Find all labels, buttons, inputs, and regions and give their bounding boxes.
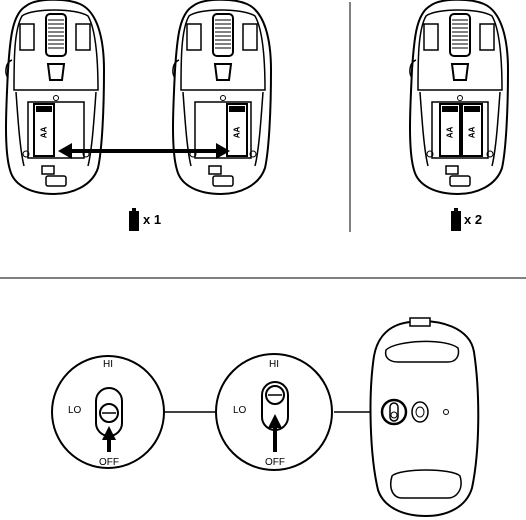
mouse-single-left (6, 0, 104, 194)
battery-cell-label: AA (445, 127, 454, 139)
battery-cell-label: AA (232, 127, 241, 139)
battery-count-double: x 2 (464, 212, 482, 227)
mouse-underside (371, 318, 479, 516)
switch-label-off: OFF (99, 457, 119, 468)
mouse-single-right (173, 0, 271, 194)
switch-label-hi: HI (103, 359, 113, 370)
switch-label-hi: HI (269, 359, 279, 370)
battery-cell-label: AA (467, 127, 476, 139)
battery-icon (129, 208, 139, 231)
switch-label-off: OFF (265, 457, 285, 468)
mouse-double (410, 0, 508, 194)
switch-label-lo: LO (68, 405, 81, 416)
switch-label-lo: LO (233, 405, 246, 416)
battery-count-single: x 1 (143, 212, 161, 227)
battery-cell-label: AA (39, 127, 48, 139)
battery-icon (451, 208, 461, 231)
